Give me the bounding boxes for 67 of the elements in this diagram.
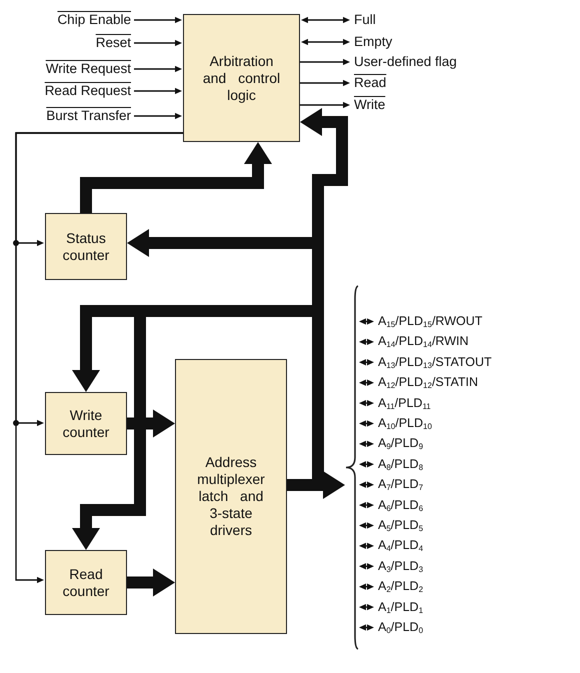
bus-arrow xyxy=(127,572,175,594)
pin-label: A$_{11}$/PLD$_{11}$ xyxy=(378,396,431,411)
pin-label: A$_{15}$/PLD$_{15}$/RWOUT xyxy=(378,314,482,329)
curly-brace xyxy=(345,285,358,650)
signal-label: Read Request xyxy=(44,83,131,99)
arrow xyxy=(359,482,374,488)
signal-label: Burst Transfer xyxy=(46,108,131,124)
pin-label: A$_{3}$/PLD$_{3}$ xyxy=(378,558,424,574)
arrow xyxy=(359,584,374,590)
pin-label: A$_{9}$/PLD$_{9}$ xyxy=(378,436,424,452)
arrow xyxy=(359,563,374,570)
arrow xyxy=(300,80,350,86)
arrow xyxy=(359,338,374,346)
block-label: Read counter xyxy=(62,566,110,600)
arrow xyxy=(359,502,374,508)
signal-label: Write xyxy=(354,97,386,113)
signal-label: Full xyxy=(354,12,376,28)
logic-block xyxy=(183,14,300,142)
arrow xyxy=(359,604,374,610)
block-label: Arbitration and control logic xyxy=(202,52,282,104)
signal-label: Read xyxy=(354,75,386,91)
logic-block xyxy=(45,550,127,615)
arrow xyxy=(359,461,374,468)
pin-label: A$_{10}$/PLD$_{10}$ xyxy=(378,416,432,431)
arrow xyxy=(359,359,374,366)
block-label: Status counter xyxy=(62,230,110,264)
signal-label: Empty xyxy=(354,34,392,50)
arrow xyxy=(134,16,182,24)
signal-label: Reset xyxy=(96,35,131,51)
pin-label: A$_{4}$/PLD$_{4}$ xyxy=(378,538,424,554)
bus-arrow xyxy=(127,412,175,434)
pin-label: A$_{2}$/PLD$_{2}$ xyxy=(378,579,424,594)
pin-label: A$_{5}$/PLD$_{5}$ xyxy=(378,518,424,533)
pin-label: A$_{8}$/PLD$_{8}$ xyxy=(378,456,424,472)
signal-label: Chip Enable xyxy=(57,12,131,28)
arrow xyxy=(134,88,182,94)
pin-label: A$_{14}$/PLD$_{14}$/RWIN xyxy=(378,334,469,350)
arrow xyxy=(300,102,350,108)
logic-block xyxy=(175,359,287,634)
pin-label: A$_{6}$/PLD$_{6}$ xyxy=(378,498,424,513)
pin-label: A$_{12}$/PLD$_{12}$/STATIN xyxy=(378,375,478,390)
pin-label: A$_{13}$/PLD$_{13}$/STATOUT xyxy=(378,354,492,370)
arrow xyxy=(301,16,350,24)
arrow xyxy=(359,542,374,550)
block-label: Address multiplexer latch and 3-state drivers xyxy=(196,454,266,539)
logic-block xyxy=(45,392,127,455)
pin-label: A$_{1}$/PLD$_{1}$ xyxy=(378,600,424,615)
arrow xyxy=(134,40,182,46)
signal-label: User-defined flag xyxy=(354,54,457,70)
logic-block xyxy=(45,213,127,280)
arrow xyxy=(359,624,374,631)
signal-label: Write Request xyxy=(46,61,131,77)
arrow xyxy=(134,112,182,120)
arrow xyxy=(359,420,374,427)
bus-arrow xyxy=(80,142,269,213)
arrow xyxy=(359,318,374,325)
arrow xyxy=(134,66,182,72)
arrow xyxy=(300,58,350,66)
arrow xyxy=(359,380,374,386)
arrow xyxy=(359,440,374,448)
pin-label: A$_{7}$/PLD$_{7}$ xyxy=(378,477,424,492)
arrow xyxy=(359,522,374,529)
arrow xyxy=(15,132,183,584)
block-label: Write counter xyxy=(62,406,110,440)
pin-label: A$_{0}$/PLD$_{0}$ xyxy=(378,620,424,635)
arrow xyxy=(359,400,374,406)
arrow xyxy=(301,38,350,46)
